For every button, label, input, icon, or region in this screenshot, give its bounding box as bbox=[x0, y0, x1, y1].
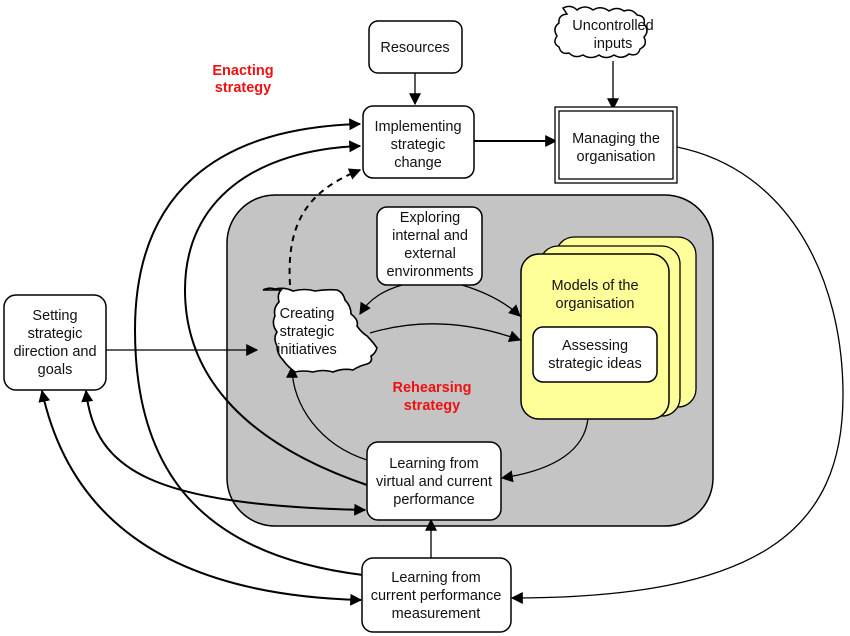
node-managing[interactable]: Managing the organisation bbox=[554, 106, 678, 184]
svg-text:initiatives: initiatives bbox=[277, 342, 337, 358]
node-text-line: virtual and current bbox=[376, 474, 492, 490]
svg-text:goals: goals bbox=[38, 362, 73, 378]
node-text-line: Implementing bbox=[374, 119, 461, 135]
svg-text:Exploring: Exploring bbox=[400, 210, 460, 226]
edge-setting-learning-measurement bbox=[38, 389, 363, 606]
label-rehearsing-strategy: Rehearsing strategy bbox=[393, 380, 472, 414]
node-text-line: Creating bbox=[280, 306, 335, 322]
svg-text:external: external bbox=[404, 246, 456, 262]
node-creating[interactable]: Creating strategic initiatives bbox=[262, 287, 378, 373]
node-text-line: performance bbox=[393, 492, 474, 508]
node-text-line: Assessing bbox=[562, 338, 628, 354]
node-exploring[interactable]: Exploring internal and external environm… bbox=[376, 206, 483, 286]
node-text-line: strategic ideas bbox=[548, 356, 642, 372]
label-line: Rehearsing bbox=[393, 380, 472, 396]
edge-managing-learning-measurement bbox=[510, 146, 844, 604]
svg-text:Rehearsing: Rehearsing bbox=[393, 380, 472, 396]
node-text-line: current performance bbox=[371, 588, 502, 604]
svg-text:Enacting: Enacting bbox=[212, 63, 273, 79]
node-text-line: change bbox=[394, 155, 442, 171]
node-text-line: Learning from bbox=[389, 456, 478, 472]
svg-text:Uncontrolled: Uncontrolled bbox=[572, 18, 653, 34]
node-text-line: direction and bbox=[13, 344, 96, 360]
label-line: strategy bbox=[215, 80, 271, 96]
svg-text:Learning from: Learning from bbox=[391, 570, 480, 586]
svg-text:strategic: strategic bbox=[391, 137, 446, 153]
svg-text:Assessing: Assessing bbox=[562, 338, 628, 354]
node-setting[interactable]: Setting strategic direction and goals bbox=[3, 294, 107, 391]
edge-creating-models bbox=[369, 323, 522, 342]
node-text-line: strategic bbox=[391, 137, 446, 153]
svg-text:direction and: direction and bbox=[13, 344, 96, 360]
svg-text:strategic ideas: strategic ideas bbox=[548, 356, 642, 372]
svg-text:strategic: strategic bbox=[280, 324, 335, 340]
svg-text:change: change bbox=[394, 155, 442, 171]
svg-text:strategy: strategy bbox=[404, 398, 460, 414]
svg-text:measurement: measurement bbox=[392, 606, 481, 622]
svg-text:organisation: organisation bbox=[556, 296, 635, 312]
node-text-line: external bbox=[404, 246, 456, 262]
node-uncontrolled-inputs[interactable]: Uncontrolled inputs bbox=[554, 5, 654, 59]
svg-text:Creating: Creating bbox=[280, 306, 335, 322]
node-text-line: Exploring bbox=[400, 210, 460, 226]
node-learning-virtual[interactable]: Learning from virtual and current perfor… bbox=[366, 441, 502, 521]
svg-text:strategic: strategic bbox=[28, 326, 83, 342]
svg-text:organisation: organisation bbox=[577, 149, 656, 165]
svg-text:environments: environments bbox=[386, 264, 473, 280]
node-text: Resources bbox=[380, 40, 449, 56]
cloud-shape bbox=[554, 5, 648, 59]
node-text-line: environments bbox=[386, 264, 473, 280]
label-enacting-strategy: Enacting strategy bbox=[212, 63, 273, 96]
svg-text:Models of the: Models of the bbox=[551, 278, 638, 294]
edge-creating-implementing-dashed bbox=[288, 168, 362, 286]
node-text-line: measurement bbox=[392, 606, 481, 622]
node-text-line: Uncontrolled bbox=[572, 18, 653, 34]
node-text-line: Learning from bbox=[391, 570, 480, 586]
svg-text:Learning from: Learning from bbox=[389, 456, 478, 472]
svg-text:Setting: Setting bbox=[32, 308, 77, 324]
node-text-line: goals bbox=[38, 362, 73, 378]
node-text-line: strategic bbox=[28, 326, 83, 342]
node-text-line: organisation bbox=[556, 296, 635, 312]
svg-text:internal and: internal and bbox=[392, 228, 468, 244]
svg-text:Implementing: Implementing bbox=[374, 119, 461, 135]
rough-shape bbox=[262, 287, 378, 373]
node-text-line: Models of the bbox=[551, 278, 638, 294]
node-text-line: inputs bbox=[594, 36, 633, 52]
svg-text:Resources: Resources bbox=[380, 40, 449, 56]
edge-exploring-creating bbox=[359, 284, 403, 316]
svg-text:virtual and current: virtual and current bbox=[376, 474, 492, 490]
svg-text:current performance: current performance bbox=[371, 588, 502, 604]
node-assessing[interactable]: Assessing strategic ideas bbox=[532, 326, 658, 383]
svg-text:strategy: strategy bbox=[215, 80, 271, 96]
node-text-line: Managing the bbox=[572, 131, 660, 147]
edge-models-learning-virtual bbox=[500, 417, 589, 483]
node-text-line: internal and bbox=[392, 228, 468, 244]
svg-text:inputs: inputs bbox=[594, 36, 633, 52]
node-text-line: organisation bbox=[577, 149, 656, 165]
svg-text:Managing the: Managing the bbox=[572, 131, 660, 147]
node-learning-measurement[interactable]: Learning from current performance measur… bbox=[361, 557, 512, 633]
node-text-line: initiatives bbox=[277, 342, 337, 358]
svg-text:performance: performance bbox=[393, 492, 474, 508]
node-text-line: strategic bbox=[280, 324, 335, 340]
edge-exploring-models bbox=[461, 284, 521, 317]
node-resources[interactable]: Resources bbox=[368, 20, 463, 74]
label-line: Enacting bbox=[212, 63, 273, 79]
node-text-line: Setting bbox=[32, 308, 77, 324]
label-line: strategy bbox=[404, 398, 460, 414]
node-implementing[interactable]: Implementing strategic change bbox=[362, 105, 475, 179]
